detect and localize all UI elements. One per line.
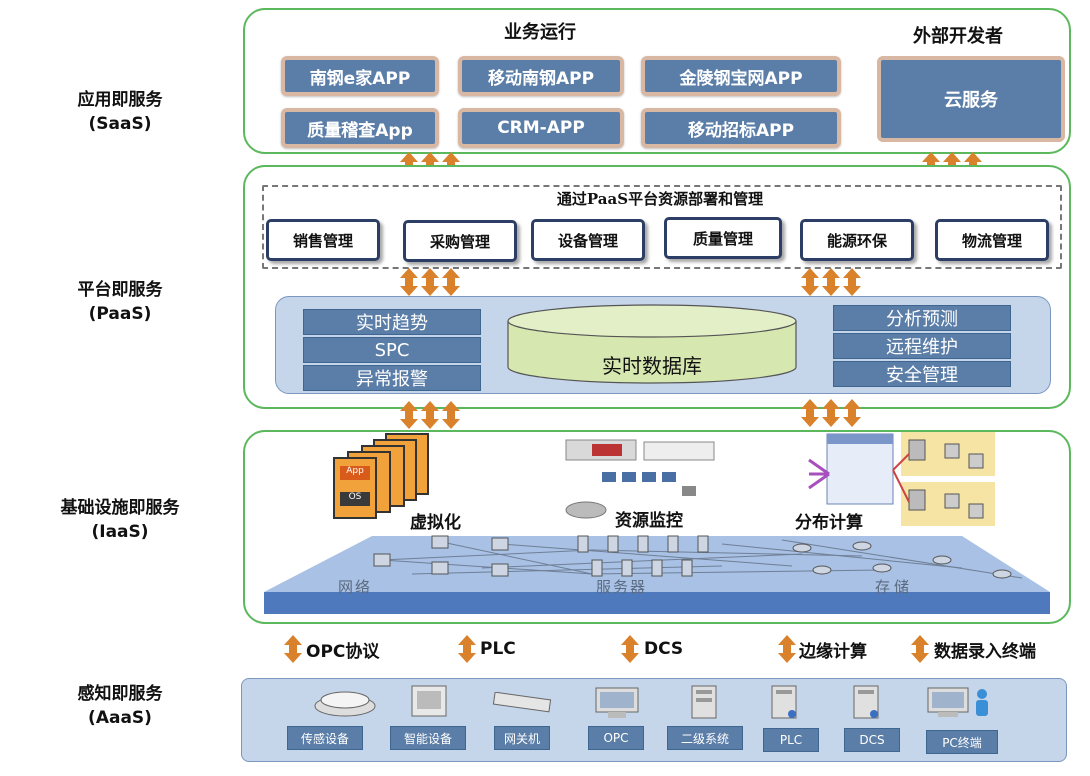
- app-card-bottom-label: OS: [348, 492, 362, 502]
- management-button[interactable]: 销售管理: [266, 219, 380, 261]
- network-label: 网络: [338, 578, 373, 596]
- device-label: PC终端: [926, 730, 998, 754]
- app-button[interactable]: CRM-APP: [458, 108, 624, 148]
- app-button[interactable]: 南钢e家APP: [281, 56, 439, 96]
- management-button[interactable]: 质量管理: [664, 217, 782, 259]
- server-label: 服务器: [596, 578, 648, 596]
- paas-function-cell[interactable]: 分析预测: [833, 305, 1011, 331]
- layer-name: 应用即服务: [77, 90, 163, 110]
- virtualization-label: 虚拟化: [410, 513, 461, 533]
- double-arrow-icon: [801, 399, 861, 427]
- distributed-computing-icon: [808, 432, 995, 526]
- resource-monitor-icon: [565, 439, 715, 519]
- device-label: OPC: [588, 726, 644, 750]
- double-arrow-icon: [400, 401, 460, 429]
- device-label: 网关机: [494, 726, 550, 750]
- double-arrow-icon: [458, 635, 476, 663]
- layer-abbr: (SaaS): [88, 114, 152, 134]
- smart-device-icon: [411, 685, 447, 717]
- distributed-computing-label: 分布计算: [795, 513, 863, 533]
- paas-deploy-frame: [262, 185, 1062, 269]
- layer-name: 平台即服务: [77, 280, 163, 300]
- layer-name: 基础设施即服务: [60, 498, 180, 518]
- virtualization-stack-icon: [333, 433, 429, 519]
- layer-label-iaas: 基础设施即服务 (IaaS): [0, 496, 240, 544]
- layer-abbr: (PaaS): [88, 304, 152, 324]
- protocol-label: 边缘计算: [799, 641, 867, 662]
- gateway-icon: [492, 692, 552, 713]
- app-button[interactable]: 质量稽查App: [281, 108, 439, 148]
- layer-abbr: (AaaS): [88, 708, 152, 728]
- sensor-device-icon: [314, 691, 376, 717]
- device-label: 二级系统: [667, 726, 743, 750]
- double-arrow-icon: [284, 635, 302, 663]
- database-cylinder-icon: [507, 304, 797, 384]
- protocol-label: 数据录入终端: [934, 641, 1036, 662]
- layer-label-saas: 应用即服务 (SaaS): [0, 88, 240, 136]
- opc-computer-icon: [595, 687, 639, 718]
- platform-title: 通过PaaS平台资源部署和管理: [556, 190, 764, 208]
- device-label: PLC: [763, 728, 819, 752]
- management-button[interactable]: 采购管理: [403, 220, 517, 262]
- resource-monitoring-label: 资源监控: [615, 511, 683, 531]
- secondary-system-icon: [691, 685, 717, 719]
- device-label: 智能设备: [390, 726, 466, 750]
- app-button[interactable]: 金陵钢宝网APP: [641, 56, 841, 96]
- double-arrow-icon: [911, 635, 929, 663]
- dcs-device-icon: [853, 685, 879, 719]
- app-button[interactable]: 移动招标APP: [641, 108, 841, 148]
- management-button[interactable]: 物流管理: [935, 219, 1049, 261]
- protocol-label: PLC: [480, 639, 516, 659]
- paas-function-cell[interactable]: 远程维护: [833, 333, 1011, 359]
- paas-function-cell[interactable]: 实时趋势: [303, 309, 481, 335]
- layer-label-aaas: 感知即服务 (AaaS): [0, 682, 240, 730]
- device-label: 传感设备: [287, 726, 363, 750]
- storage-label: 存储: [875, 578, 914, 596]
- device-label: DCS: [844, 728, 900, 752]
- management-button[interactable]: 能源环保: [800, 219, 914, 261]
- paas-function-cell[interactable]: 安全管理: [833, 361, 1011, 387]
- app-card-top-label: App: [346, 466, 364, 476]
- protocol-label: OPC协议: [306, 641, 380, 662]
- double-arrow-icon: [778, 635, 796, 663]
- paas-function-cell[interactable]: 异常报警: [303, 365, 481, 391]
- layer-abbr: (IaaS): [91, 522, 149, 542]
- cloud-service-button[interactable]: 云服务: [877, 56, 1065, 142]
- management-button[interactable]: 设备管理: [531, 219, 645, 261]
- external-title: 外部开发者: [913, 26, 1003, 47]
- plc-device-icon: [771, 685, 797, 719]
- protocol-label: DCS: [644, 639, 684, 659]
- double-arrow-icon: [621, 635, 639, 663]
- paas-function-cell[interactable]: SPC: [303, 337, 481, 363]
- infrastructure-platform: [264, 535, 1050, 614]
- layer-name: 感知即服务: [77, 684, 163, 704]
- app-button[interactable]: 移动南钢APP: [458, 56, 624, 96]
- pc-terminal-icon: [927, 687, 988, 717]
- realtime-database-label: 实时数据库: [602, 354, 702, 378]
- business-title: 业务运行: [504, 22, 576, 43]
- layer-label-paas: 平台即服务 (PaaS): [0, 278, 240, 326]
